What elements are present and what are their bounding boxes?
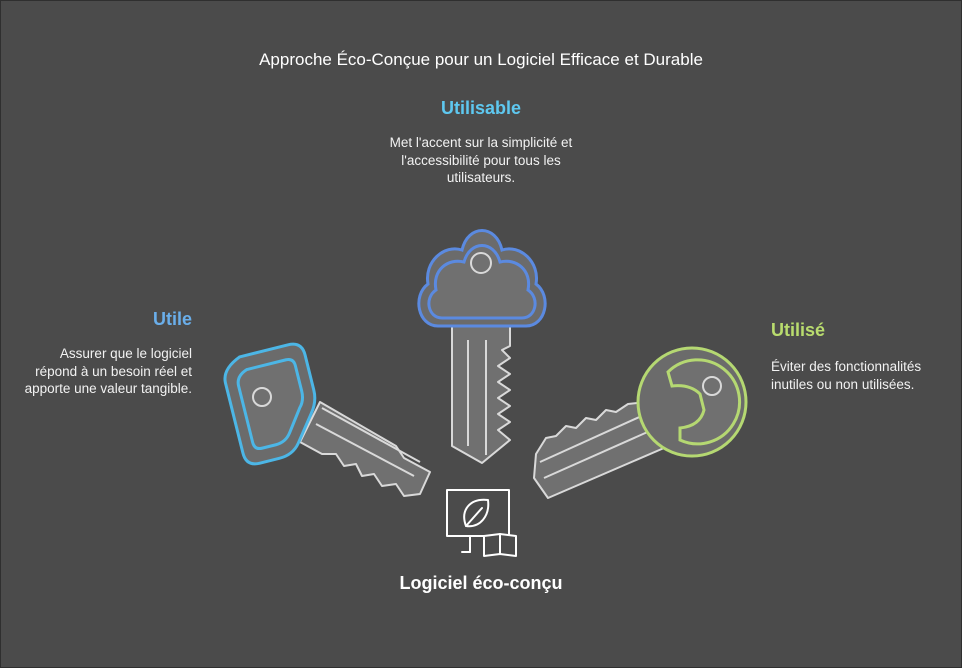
heading-utilisable: Utilisable	[440, 98, 522, 118]
center-label: Logiciel éco-conçu	[399, 573, 563, 593]
square-key-icon	[223, 342, 431, 497]
heading-utile: Utile	[152, 309, 192, 329]
description-utilisable: Met l'accent sur la simplicité et l'acce…	[389, 135, 573, 185]
description-utilise: Éviter des fonctionnalités inutiles ou n…	[771, 359, 922, 392]
monitor-leaf-book-icon	[446, 489, 517, 557]
heading-utilise: Utilisé	[771, 320, 826, 340]
cloud-key-icon	[417, 229, 547, 464]
round-key-icon	[533, 346, 748, 499]
description-utile: Assurer que le logiciel répond à un beso…	[24, 346, 192, 396]
diagram-title: Approche Éco-Conçue pour un Logiciel Eff…	[259, 50, 703, 69]
